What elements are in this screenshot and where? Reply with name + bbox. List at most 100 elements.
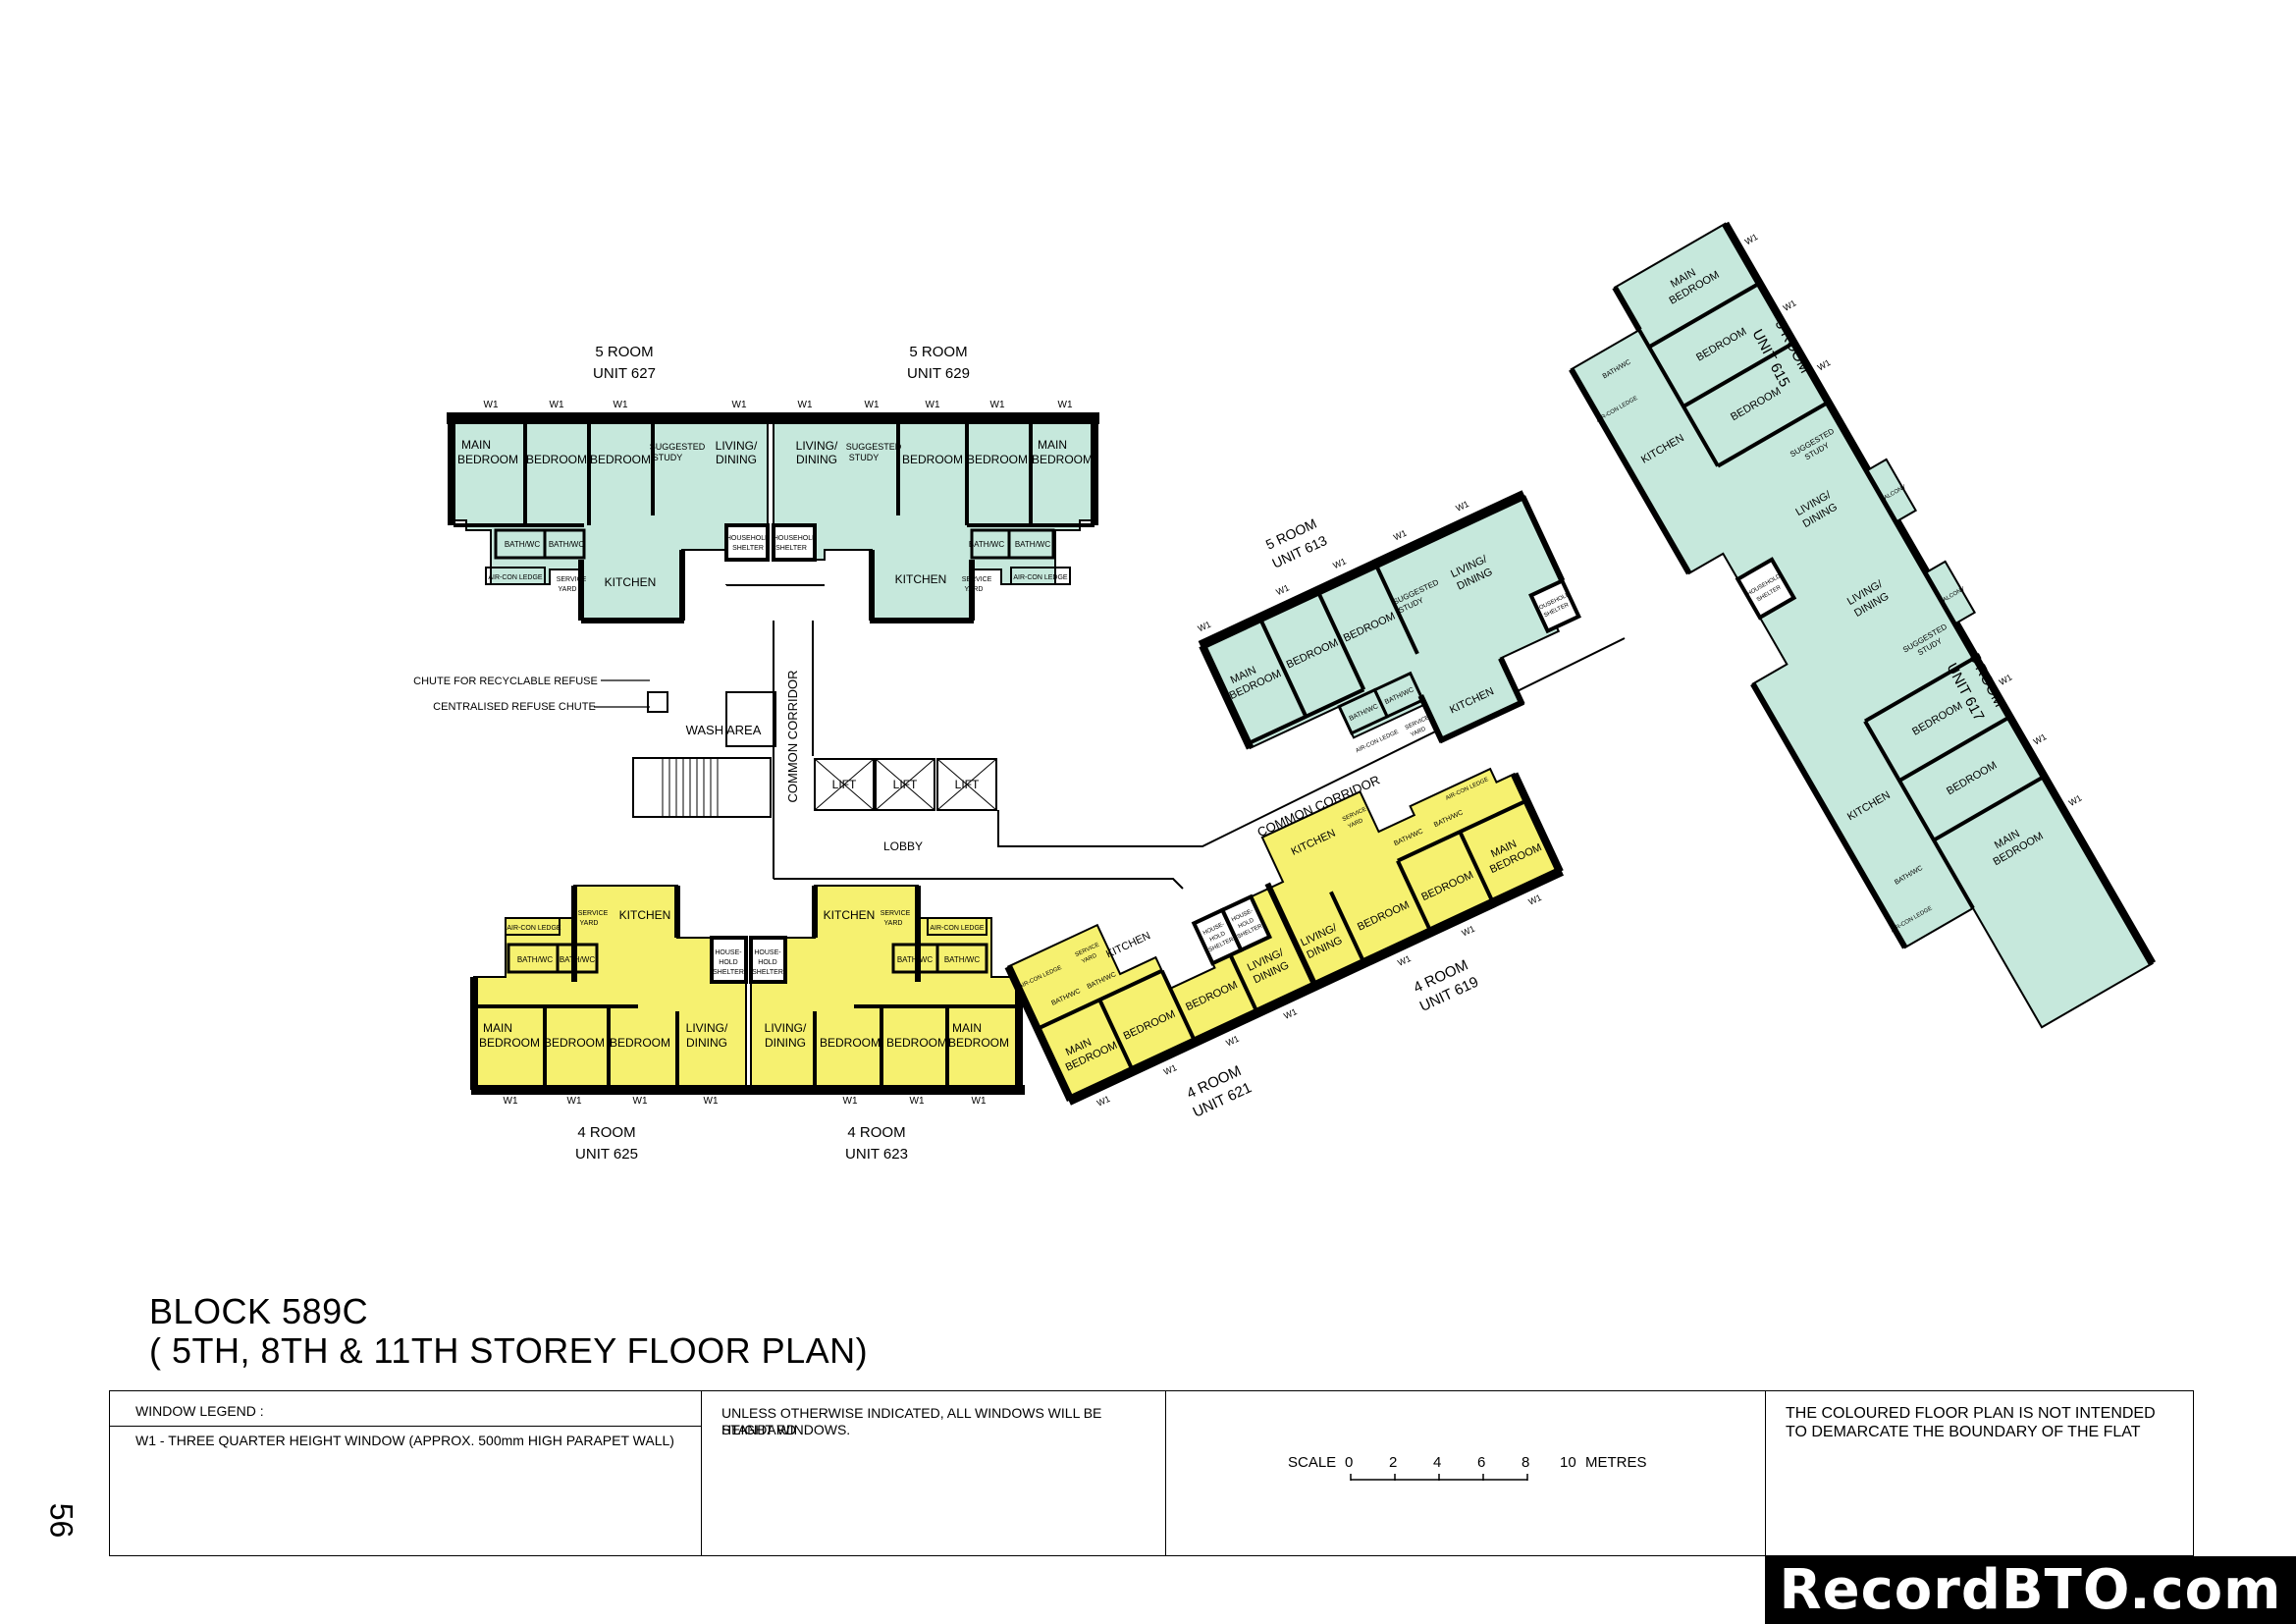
window-label: W1 — [926, 400, 940, 410]
room-label: AIR-CON LEDGE — [488, 574, 543, 581]
room-label: BATH/WC — [1015, 540, 1051, 549]
room-label: STUDY — [653, 453, 683, 462]
unit-number-label: UNIT 629 — [907, 365, 970, 382]
unit-number-label: UNIT 623 — [845, 1146, 908, 1163]
scale-tick-6: 6 — [1477, 1454, 1486, 1471]
room-label: MAIN — [952, 1021, 982, 1035]
lift-label: LIFT — [893, 778, 918, 791]
aircon-625 — [505, 917, 561, 936]
window-label: W1 — [1095, 1094, 1111, 1109]
window-label: W1 — [1461, 924, 1476, 939]
room-label: BATH/WC — [560, 955, 596, 964]
room-label: SERVICE — [557, 576, 587, 583]
bath-625b — [556, 943, 599, 974]
room-label: AIR-CON LEDGE — [930, 925, 985, 932]
room-label: SHELTER — [713, 969, 744, 976]
disclaimer-line2: TO DEMARCATE THE BOUNDARY OF THE FLAT — [1786, 1424, 2141, 1440]
scale-tick-10: 10 — [1560, 1454, 1576, 1471]
room-label: SHELTER — [732, 545, 764, 552]
room-label: HOUSE- — [754, 949, 781, 956]
room-label: LIVING/ — [716, 439, 758, 453]
stair-treads — [662, 758, 719, 817]
top-wing-labels: 5 ROOM UNIT 627 5 ROOM UNIT 629 MAIN BED… — [457, 344, 1093, 593]
scale-tick-8: 8 — [1522, 1454, 1530, 1471]
aircon-629 — [1010, 567, 1071, 585]
lobby-label: LOBBY — [883, 839, 923, 853]
room-label: BEDROOM — [1032, 453, 1093, 466]
room-label: BEDROOM — [457, 453, 518, 466]
unit-613-plan: MAIN BEDROOM BEDROOM BEDROOM SUGGESTED S… — [1197, 490, 1581, 754]
room-label: SERVICE — [962, 576, 992, 583]
scale-bar — [1350, 1474, 1528, 1481]
room-label: BEDROOM — [902, 453, 963, 466]
window-label: W1 — [550, 400, 564, 410]
room-label: KITCHEN — [619, 908, 671, 922]
window-label: W1 — [1526, 893, 1542, 907]
room-label: YARD — [965, 586, 984, 593]
scale-label: SCALE — [1288, 1454, 1337, 1471]
room-label: DINING — [686, 1036, 727, 1050]
room-label: BATH/WC — [944, 955, 981, 964]
room-label: BEDROOM — [479, 1036, 540, 1050]
room-label: KITCHEN — [1104, 930, 1152, 960]
room-label: BEDROOM — [948, 1036, 1009, 1050]
room-label: MAIN — [461, 438, 491, 452]
window-label: W1 — [633, 1096, 648, 1107]
room-label: HOUSEHOLD — [726, 535, 770, 542]
window-label: W1 — [843, 1096, 858, 1107]
window-label: W1 — [1396, 953, 1412, 968]
room-label: LIVING/ — [686, 1021, 728, 1035]
unit-625-plan — [470, 885, 748, 1095]
common-corridor-label: COMMON CORRIDOR — [785, 670, 800, 802]
window-label: W1 — [567, 1096, 582, 1107]
unit-type-label: 4 ROOM — [847, 1124, 905, 1141]
block-title: BLOCK 589C — [149, 1291, 369, 1331]
window-label: W1 — [1331, 556, 1347, 570]
refuse-chute — [647, 691, 668, 713]
scale-tick-2: 2 — [1389, 1454, 1398, 1471]
scale-tick-0: 0 — [1345, 1454, 1354, 1471]
window-label: W1 — [504, 1096, 518, 1107]
room-label: BEDROOM — [967, 453, 1028, 466]
shelter-627 — [724, 523, 770, 562]
legend-table: WINDOW LEGEND : W1 - THREE QUARTER HEIGH… — [109, 1390, 2194, 1556]
bath-627b — [543, 528, 586, 560]
central-core — [594, 584, 1626, 890]
room-label: BEDROOM — [544, 1036, 605, 1050]
disclaimer-cell: THE COLOURED FLOOR PLAN IS NOT INTENDED … — [1766, 1391, 2195, 1555]
lift-label: LIFT — [832, 778, 857, 791]
window-label: W1 — [1058, 400, 1073, 410]
shelter-623 — [749, 936, 787, 984]
shelter-625 — [710, 936, 748, 984]
room-label: DINING — [765, 1036, 806, 1050]
unit-613-fill — [1201, 495, 1564, 750]
unit-627-outer-wall — [447, 412, 771, 424]
room-label: BEDROOM — [820, 1036, 881, 1050]
room-label: STUDY — [849, 453, 880, 462]
unit-629-plan — [771, 412, 1099, 623]
window-label: W1 — [484, 400, 499, 410]
scale-tick-4: 4 — [1433, 1454, 1442, 1471]
scale-unit: METRES — [1585, 1454, 1647, 1471]
room-label: SERVICE — [881, 910, 911, 917]
chute-recyclable-label: CHUTE FOR RECYCLABLE REFUSE — [413, 676, 598, 687]
room-label: YARD — [884, 920, 903, 927]
unit-629-outer-wall — [771, 412, 1099, 424]
bath-623b — [935, 943, 988, 974]
unit-type-label: 4 ROOM — [577, 1124, 635, 1141]
unit-number-label: UNIT 627 — [593, 365, 656, 382]
unit-619-621-plan: MAIN BEDROOM BEDROOM BEDROOM LIVING/ DIN… — [1004, 767, 1565, 1121]
window-label: W1 — [865, 400, 880, 410]
floor-plan-title: ( 5TH, 8TH & 11TH STOREY FLOOR PLAN) — [149, 1330, 869, 1371]
scale-cell: SCALE 0 2 4 6 8 10 METRES — [1166, 1391, 1766, 1555]
window-label: W1 — [1454, 499, 1469, 514]
room-label: HOUSEHOLD — [774, 535, 817, 542]
aircon-623 — [927, 917, 988, 936]
window-label: W1 — [1274, 582, 1290, 597]
shelter-629 — [772, 523, 817, 562]
lobby-outline — [774, 878, 1184, 890]
room-label: BATH/WC — [517, 955, 554, 964]
page-number: 56 — [43, 1502, 80, 1539]
unit-625-outer-wall — [471, 1085, 748, 1095]
window-label: W1 — [1816, 357, 1833, 372]
